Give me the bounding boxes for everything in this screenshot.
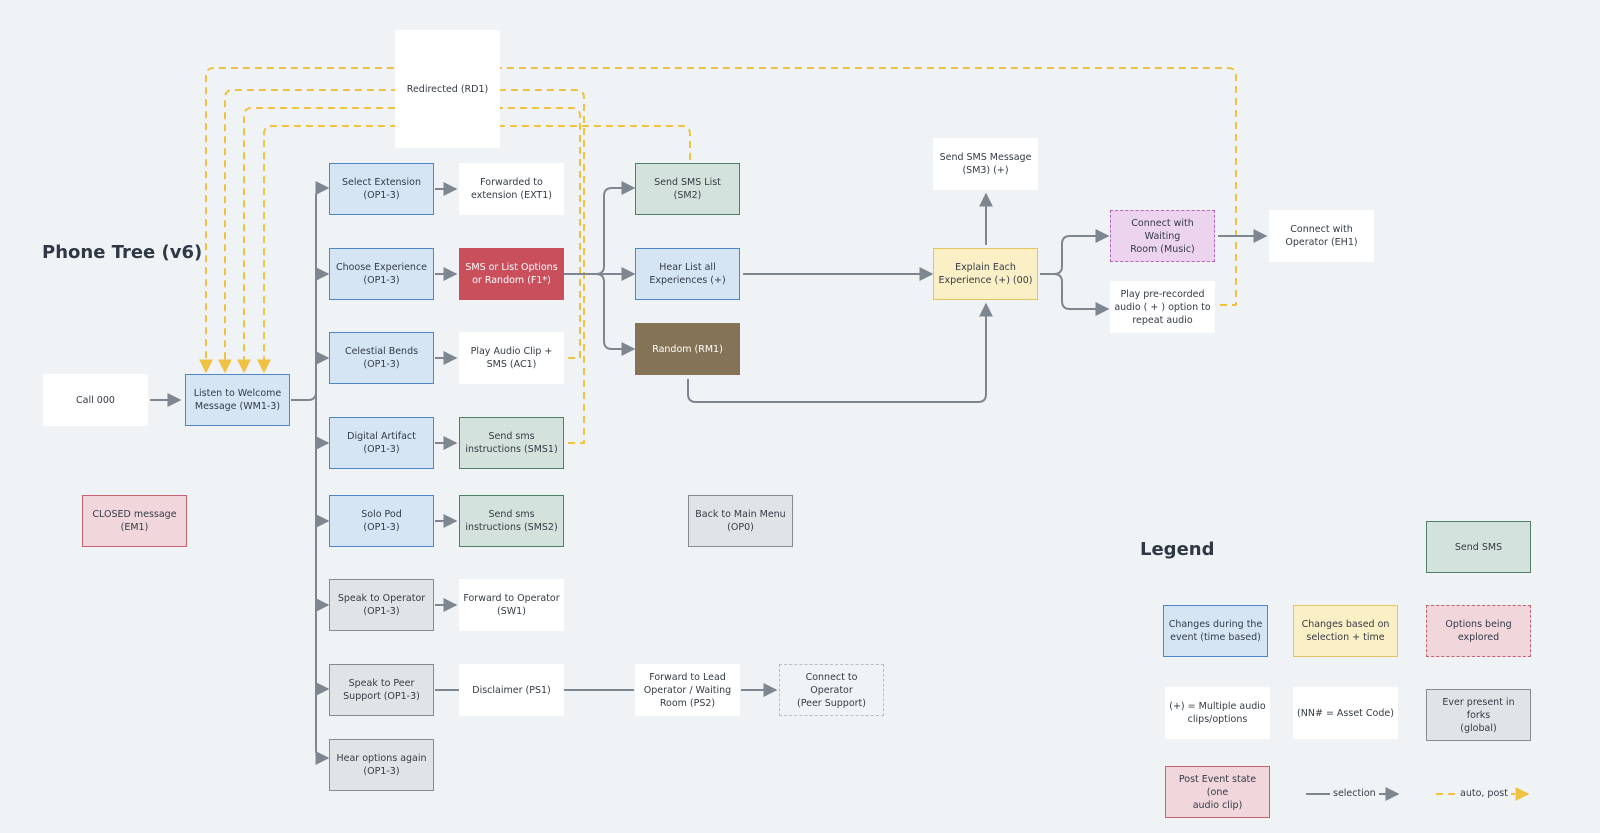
connector-welcome-trunk bbox=[291, 391, 317, 401]
node-send-sms1[interactable]: Send sms instructions (SMS1) bbox=[459, 417, 564, 469]
node-speak-operator[interactable]: Speak to Operator (OP1-3) bbox=[329, 579, 434, 631]
node-forward-operator[interactable]: Forward to Operator (SW1) bbox=[459, 579, 564, 631]
legend-changes-time: Changes during the event (time based) bbox=[1163, 605, 1268, 657]
node-speak-peer[interactable]: Speak to Peer Support (OP1-3) bbox=[329, 664, 434, 716]
legend-changes-selection: Changes based on selection + time bbox=[1293, 605, 1398, 657]
node-welcome[interactable]: Listen to Welcome Message (WM1-3) bbox=[185, 374, 290, 426]
node-choose-experience[interactable]: Choose Experience (OP1-3) bbox=[329, 248, 434, 300]
auto-connector-ac1 bbox=[237, 107, 581, 374]
node-forward-lead[interactable]: Forward to Lead Operator / Waiting Room … bbox=[635, 664, 740, 716]
connector-f1-fork bbox=[564, 181, 636, 275]
node-disclaimer[interactable]: Disclaimer (PS1) bbox=[459, 664, 564, 716]
node-explain-each[interactable]: Explain Each Experience (+) (00) bbox=[933, 248, 1038, 300]
legend-asset-code: (NN# = Asset Code) bbox=[1293, 687, 1398, 739]
node-call[interactable]: Call 000 bbox=[43, 374, 148, 426]
legend-title: Legend bbox=[1140, 539, 1215, 560]
node-forwarded-extension[interactable]: Forwarded to extension (EXT1) bbox=[459, 163, 564, 215]
node-digital-artifact[interactable]: Digital Artifact (OP1-3) bbox=[329, 417, 434, 469]
page-title: Phone Tree (v6) bbox=[42, 242, 203, 263]
node-play-audio[interactable]: Play Audio Clip + SMS (AC1) bbox=[459, 332, 564, 384]
legend-ever-present: Ever present in forks (global) bbox=[1426, 689, 1531, 741]
node-connect-peer[interactable]: Connect to Operator (Peer Support) bbox=[779, 664, 884, 716]
legend-options-explored: Options being explored bbox=[1426, 605, 1531, 657]
node-back-main[interactable]: Back to Main Menu (OP0) bbox=[688, 495, 793, 547]
node-celestial-bends[interactable]: Celestial Bends (OP1-3) bbox=[329, 332, 434, 384]
legend-auto-label: auto, post bbox=[1457, 788, 1511, 799]
node-play-prerecorded[interactable]: Play pre-recorded audio ( + ) option to … bbox=[1110, 281, 1215, 333]
node-hear-list[interactable]: Hear List all Experiences (+) bbox=[635, 248, 740, 300]
legend-send-sms: Send SMS bbox=[1426, 521, 1531, 573]
node-select-extension[interactable]: Select Extension (OP1-3) bbox=[329, 163, 434, 215]
node-connect-operator[interactable]: Connect with Operator (EH1) bbox=[1269, 210, 1374, 262]
legend-multiple-audio: (+) = Multiple audio clips/options bbox=[1165, 687, 1270, 739]
node-closed[interactable]: CLOSED message (EM1) bbox=[82, 495, 187, 547]
legend-post-event: Post Event state (one audio clip) bbox=[1165, 766, 1270, 818]
auto-connector-connect-operator bbox=[199, 67, 1237, 374]
node-connect-waiting[interactable]: Connect with Waiting Room (Music) bbox=[1110, 210, 1215, 262]
node-hear-again[interactable]: Hear options again (OP1-3) bbox=[329, 739, 434, 791]
node-random[interactable]: Random (RM1) bbox=[635, 323, 740, 375]
legend-selection-label: selection bbox=[1330, 788, 1379, 799]
node-redirected[interactable]: Redirected (RD1) bbox=[395, 30, 500, 148]
node-send-sms2[interactable]: Send sms instructions (SMS2) bbox=[459, 495, 564, 547]
auto-connector-sms1 bbox=[218, 89, 585, 444]
trunk-line bbox=[315, 187, 328, 197]
node-solo-pod[interactable]: Solo Pod (OP1-3) bbox=[329, 495, 434, 547]
connector-explain-fork bbox=[1040, 229, 1110, 275]
node-sms-or-list[interactable]: SMS or List Options or Random (F1*) bbox=[459, 248, 564, 300]
node-send-sms-list[interactable]: Send SMS List (SM2) bbox=[635, 163, 740, 215]
node-send-sms3[interactable]: Send SMS Message (SM3) (+) bbox=[933, 138, 1038, 190]
connector-random-explain bbox=[687, 302, 993, 403]
